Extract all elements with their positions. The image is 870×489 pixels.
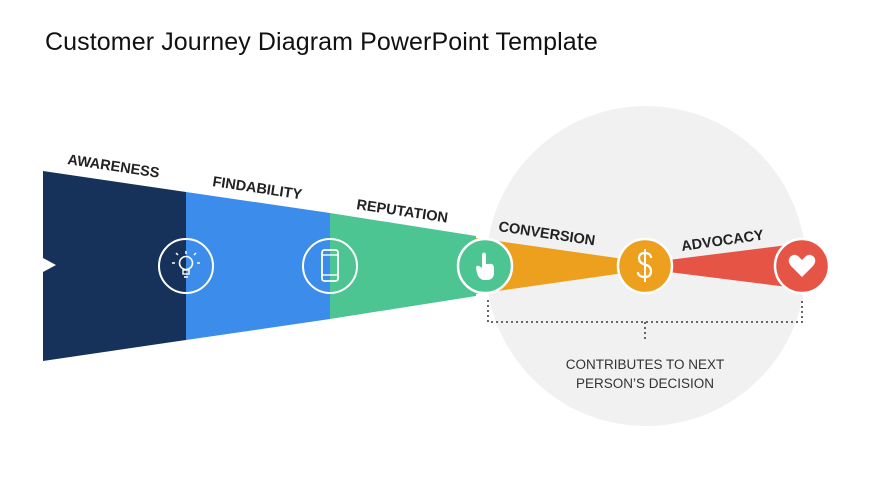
- dotted-bracket: [487, 300, 803, 342]
- funnel-segment-reputation: [330, 213, 476, 319]
- hand-pointer-icon: [456, 237, 514, 295]
- slide-title: Customer Journey Diagram PowerPoint Temp…: [45, 28, 598, 56]
- dollar-icon: [616, 237, 674, 295]
- note-line-1: CONTRIBUTES TO NEXT: [566, 357, 725, 372]
- funnel-segment-advocacy: [645, 243, 803, 289]
- smartphone-icon: [302, 238, 358, 294]
- note-line-2: PERSON’S DECISION: [576, 376, 714, 391]
- funnel-segment-awareness: [43, 171, 186, 361]
- funnel-segment-conversion: [476, 238, 645, 294]
- lightbulb-icon: [158, 238, 214, 294]
- heart-icon: [773, 237, 831, 295]
- funnel-segment-findability: [186, 192, 330, 340]
